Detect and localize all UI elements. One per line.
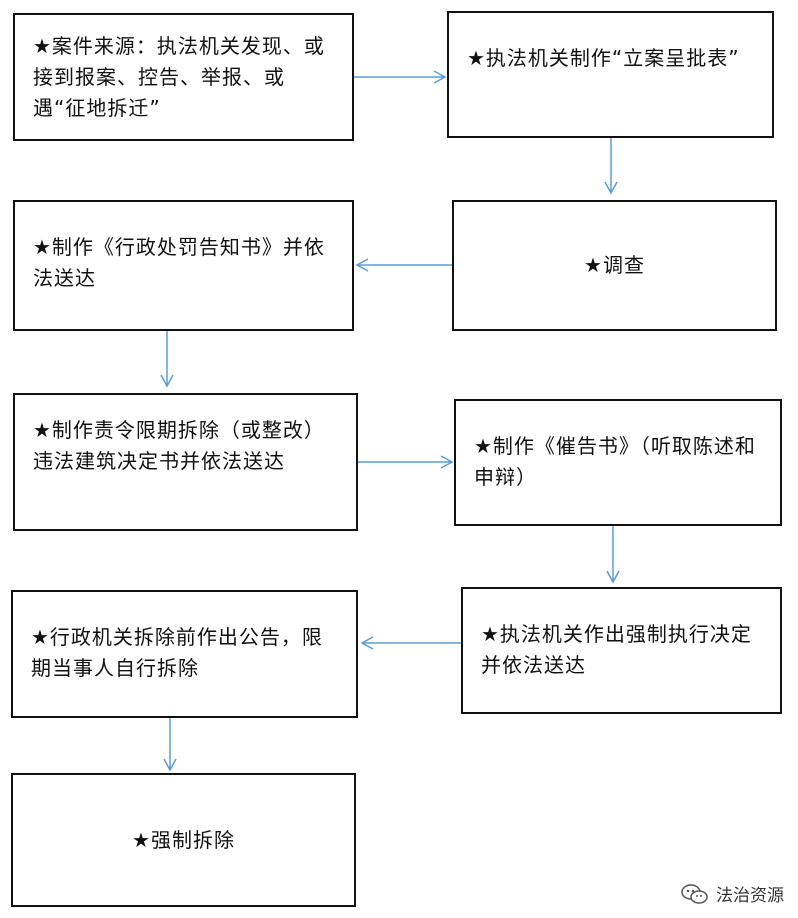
step-filing-form: ★执法机关制作“立案呈批表”: [447, 11, 774, 138]
step-demolition-order: ★制作责令限期拆除（或整改）违法建筑决定书并依法送达: [13, 393, 358, 531]
watermark: 法治资源: [680, 881, 784, 906]
step-penalty-notice: ★制作《行政处罚告知书》并依法送达: [13, 200, 354, 331]
watermark-text: 法治资源: [716, 886, 784, 906]
step-announcement: ★行政机关拆除前作出公告，限期当事人自行拆除: [11, 590, 358, 718]
step-urge-notice: ★制作《催告书》（听取陈述和申辩）: [454, 399, 782, 526]
step-forced-demolition: ★强制拆除: [11, 773, 356, 907]
step-investigate: ★调查: [452, 200, 777, 331]
wechat-icon: [681, 883, 708, 904]
step-enforcement-decision: ★执法机关作出强制执行决定并依法送达: [461, 587, 782, 714]
step-case-source: ★案件来源：执法机关发现、或接到报案、控告、举报、或遇“征地拆迁”: [13, 13, 354, 141]
